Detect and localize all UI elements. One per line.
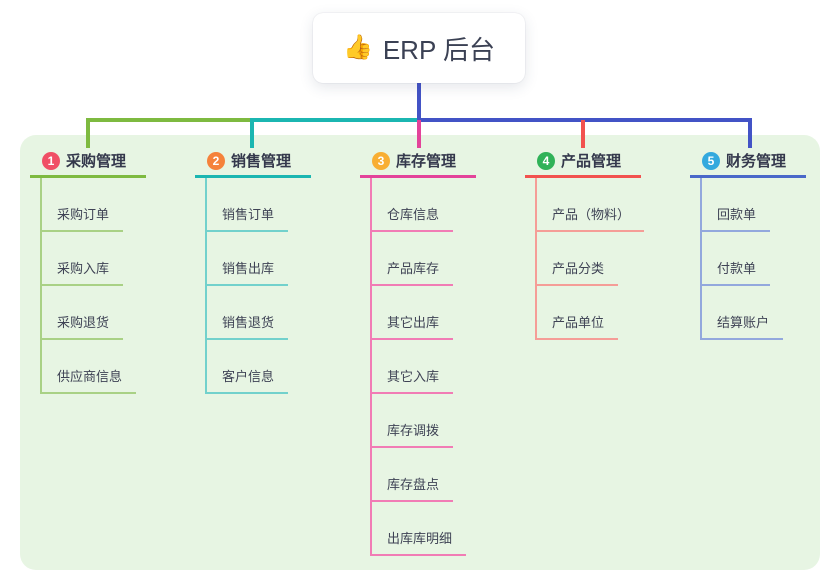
branch-header[interactable]: 2 销售管理 xyxy=(195,146,311,178)
child-topic-row: 采购订单 xyxy=(30,178,136,232)
child-topic-row: 产品（物料） xyxy=(525,178,645,232)
branch-header[interactable]: 4 产品管理 xyxy=(525,146,641,178)
connector-root xyxy=(417,83,421,120)
branch-spine xyxy=(535,178,537,340)
branch-number-badge: 4 xyxy=(537,151,555,170)
branch-spine xyxy=(205,178,207,394)
connector-bus-branch-2 xyxy=(250,118,419,122)
branch-header[interactable]: 1 采购管理 xyxy=(30,146,146,178)
root-node[interactable]: 👍 ERP 后台 xyxy=(313,13,525,83)
branch-number-badge: 5 xyxy=(702,151,720,170)
child-topic-row: 回款单 xyxy=(690,178,783,232)
child-topic[interactable]: 采购订单 xyxy=(40,204,124,232)
child-topic[interactable]: 销售订单 xyxy=(205,204,289,232)
child-topic-row: 销售退货 xyxy=(195,286,289,340)
branch-number-badge: 3 xyxy=(372,151,390,170)
connector-drop-branch-3 xyxy=(417,120,421,148)
child-topic-row: 出库库明细 xyxy=(360,502,467,556)
branch-children: 销售订单 销售出库 销售退货 客户信息 xyxy=(195,178,289,394)
child-topic-row: 库存调拨 xyxy=(360,394,466,448)
connector-drop-branch-2 xyxy=(250,118,254,148)
branch-label: 产品管理 xyxy=(561,153,622,170)
child-topic-row: 其它出库 xyxy=(360,286,466,340)
child-topic-row: 结算账户 xyxy=(690,286,784,340)
branch-children: 采购订单 采购入库 采购退货 供应商信息 xyxy=(30,178,137,394)
branch-label: 财务管理 xyxy=(726,153,787,170)
child-topic-row: 销售出库 xyxy=(195,232,289,286)
branch-children: 回款单 付款单 结算账户 xyxy=(690,178,784,340)
child-topic[interactable]: 产品库存 xyxy=(370,258,454,286)
child-topic[interactable]: 产品分类 xyxy=(535,258,619,286)
child-topic-row: 产品单位 xyxy=(525,286,644,340)
branch-header[interactable]: 5 财务管理 xyxy=(690,146,806,178)
branch-number-badge: 1 xyxy=(42,151,60,170)
child-topic[interactable]: 销售退货 xyxy=(205,312,289,340)
branches-panel xyxy=(20,135,820,570)
branch-spine xyxy=(700,178,702,340)
branch-header[interactable]: 3 库存管理 xyxy=(360,146,476,178)
branch-column: 3 库存管理 仓库信息 产品库存 其它出库 其它入库 库存调拨 库存盘点 出库库… xyxy=(360,146,532,556)
connector-drop-branch-4 xyxy=(581,120,585,148)
branch-label: 采购管理 xyxy=(66,153,127,170)
child-topic[interactable]: 回款单 xyxy=(700,204,771,232)
branch-children: 产品（物料） 产品分类 产品单位 xyxy=(525,178,645,340)
child-topic[interactable]: 客户信息 xyxy=(205,366,289,394)
branch-column: 4 产品管理 产品（物料） 产品分类 产品单位 xyxy=(525,146,697,340)
child-topic[interactable]: 结算账户 xyxy=(700,312,784,340)
child-topic[interactable]: 仓库信息 xyxy=(370,204,454,232)
child-topic-row: 销售订单 xyxy=(195,178,289,232)
branch-label: 库存管理 xyxy=(396,153,457,170)
child-topic-row: 客户信息 xyxy=(195,340,289,394)
child-topic[interactable]: 付款单 xyxy=(700,258,771,286)
child-topic-row: 仓库信息 xyxy=(360,178,466,232)
branch-column: 2 销售管理 销售订单 销售出库 销售退货 客户信息 xyxy=(195,146,367,394)
child-topic-row: 采购退货 xyxy=(30,286,136,340)
child-topic[interactable]: 销售出库 xyxy=(205,258,289,286)
child-topic[interactable]: 供应商信息 xyxy=(40,366,137,394)
root-title: ERP 后台 xyxy=(382,34,496,65)
branch-spine xyxy=(370,178,372,556)
child-topic-row: 付款单 xyxy=(690,232,783,286)
connector-drop-branch-1 xyxy=(86,118,90,148)
child-topic-row: 其它入库 xyxy=(360,340,466,394)
connector-drop-branch-5 xyxy=(748,118,752,148)
child-topic-row: 采购入库 xyxy=(30,232,136,286)
child-topic[interactable]: 产品（物料） xyxy=(535,204,645,232)
branch-label: 销售管理 xyxy=(231,153,292,170)
child-topic[interactable]: 库存盘点 xyxy=(370,474,454,502)
branch-column: 1 采购管理 采购订单 采购入库 采购退货 供应商信息 xyxy=(30,146,202,394)
connector-bus-branch-1 xyxy=(86,118,252,122)
thumbs-up-icon: 👍 xyxy=(342,34,373,61)
child-topic[interactable]: 其它入库 xyxy=(370,366,454,394)
child-topic-row: 产品库存 xyxy=(360,232,466,286)
child-topic[interactable]: 库存调拨 xyxy=(370,420,454,448)
branch-number-badge: 2 xyxy=(207,151,225,170)
branch-spine xyxy=(40,178,42,394)
branch-children: 仓库信息 产品库存 其它出库 其它入库 库存调拨 库存盘点 出库库明细 xyxy=(360,178,467,556)
child-topic-row: 供应商信息 xyxy=(30,340,137,394)
child-topic[interactable]: 其它出库 xyxy=(370,312,454,340)
branch-column: 5 财务管理 回款单 付款单 结算账户 xyxy=(690,146,839,340)
child-topic-row: 库存盘点 xyxy=(360,448,466,502)
child-topic[interactable]: 采购入库 xyxy=(40,258,124,286)
child-topic-row: 产品分类 xyxy=(525,232,644,286)
child-topic[interactable]: 采购退货 xyxy=(40,312,124,340)
child-topic[interactable]: 产品单位 xyxy=(535,312,619,340)
child-topic[interactable]: 出库库明细 xyxy=(370,528,467,556)
